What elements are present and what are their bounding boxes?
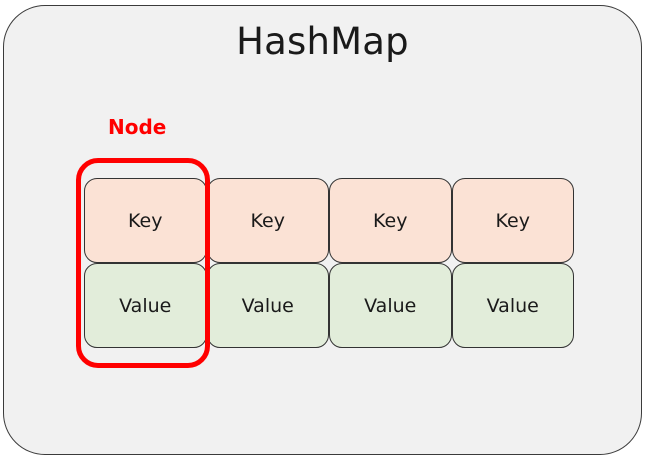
value-cell: Value [84, 263, 207, 348]
page-title: HashMap [236, 20, 409, 63]
value-cell: Value [329, 263, 452, 348]
node-annotation-label: Node [108, 115, 167, 139]
key-cell: Key [84, 178, 207, 263]
entry-node-4: Key Value [451, 178, 574, 348]
entry-node-1: Key Value [84, 178, 207, 348]
entry-node-3: Key Value [329, 178, 452, 348]
key-cell: Key [206, 178, 329, 263]
value-cell: Value [206, 263, 329, 348]
node-highlight-outline [76, 158, 210, 368]
entry-node-2: Key Value [206, 178, 329, 348]
value-cell: Value [451, 263, 574, 348]
entry-list: Key Value Key Value Key Value Key Value [84, 178, 574, 348]
key-cell: Key [451, 178, 574, 263]
key-cell: Key [329, 178, 452, 263]
hashmap-container: HashMap Node Key Value Key Value Key Val… [3, 5, 642, 455]
